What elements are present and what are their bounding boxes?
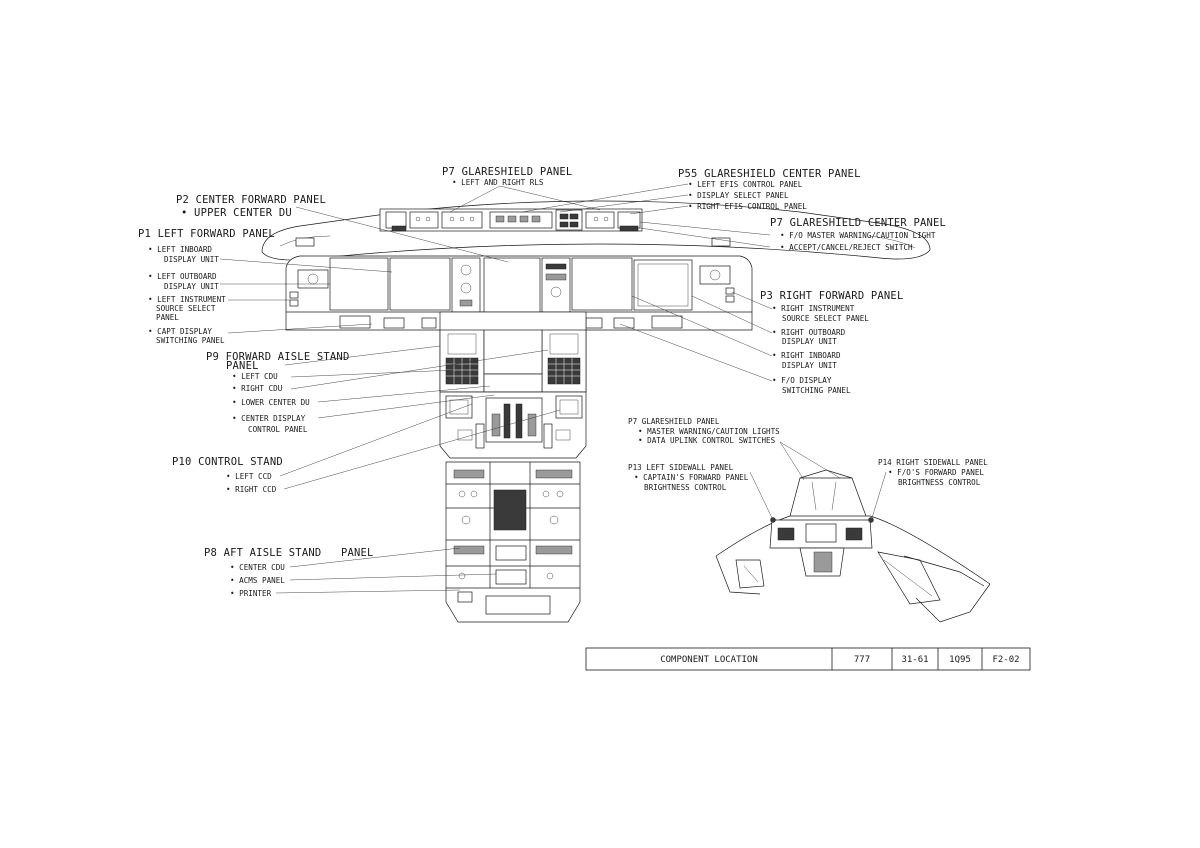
label-item: • LEFT OUTBOARD [148,272,217,281]
label-p2-center-forward: P2 CENTER FORWARD PANEL • UPPER CENTER D… [176,194,326,219]
label-title: P10 CONTROL STAND [172,456,283,468]
label-item: • LEFT CCD [226,472,272,481]
label-item: • DISPLAY SELECT PANEL [688,191,789,200]
label-item: • CAPTAIN'S FORWARD PANEL [634,473,749,482]
label-item: • CAPT DISPLAY [148,327,212,336]
label-item: PANEL [156,313,179,322]
label-item: • LEFT INSTRUMENT [148,295,226,304]
label-item: BRIGHTNESS CONTROL [898,478,981,487]
label-item: • LEFT INBOARD [148,245,212,254]
leader-lines [219,183,887,594]
label-item: • PRINTER [230,589,272,598]
label-item: • F/O DISPLAY [772,376,832,385]
label-title: P7 GLARESHIELD CENTER PANEL [770,217,946,229]
main-instrument-panel [285,255,753,331]
label-item: • LOWER CENTER DU [232,398,310,407]
label-item: • LEFT CDU [232,372,278,381]
label-title: P14 RIGHT SIDEWALL PANEL [878,458,988,467]
label-p1-left-forward: P1 LEFT FORWARD PANEL • LEFT INBOARD DIS… [138,228,275,345]
title-block: COMPONENT LOCATION 777 31-61 1Q95 F2-02 [585,647,1031,671]
forward-aisle-stand [439,311,587,393]
control-stand [439,391,587,459]
label-p9-forward-aisle-stand: P9 FORWARD AISLE STAND PANEL • LEFT CDU … [206,351,349,434]
label-p8-aft-aisle-stand: P8 AFT AISLE STAND PANEL • CENTER CDU • … [204,547,374,598]
label-item: SWITCHING PANEL [782,386,851,395]
label-item: • LEFT AND RIGHT RLS [452,178,544,187]
label-item: • RIGHT EFIS CONTROL PANEL [688,202,807,211]
label-p7-glareshield: P7 GLARESHIELD PANEL • LEFT AND RIGHT RL… [442,166,572,187]
label-title: P1 LEFT FORWARD PANEL [138,228,275,240]
left-outboard-du [329,257,389,311]
right-cdu-keys [547,357,581,385]
label-item: • RIGHT INSTRUMENT [772,304,855,313]
label-p7-glareshield-center: P7 GLARESHIELD CENTER PANEL • F/O MASTER… [770,217,946,252]
title-block-name: COMPONENT LOCATION [660,655,758,665]
label-title: P9 FORWARD AISLE STAND [206,351,349,363]
label-item: • F/O'S FORWARD PANEL [888,468,984,477]
label-item: • RIGHT OUTBOARD [772,328,846,337]
glareshield-switch-dots [415,213,609,228]
label-inset-p14: P14 RIGHT SIDEWALL PANEL • F/O'S FORWARD… [878,458,988,487]
cockpit-perspective-inset [715,469,991,623]
label-item: DISPLAY UNIT [164,282,219,291]
label-title: P2 CENTER FORWARD PANEL [176,194,326,206]
left-inboard-du [389,257,451,311]
title-block-model: 777 [854,655,870,665]
label-inset-p13: P13 LEFT SIDEWALL PANEL • CAPTAIN'S FORW… [628,463,749,492]
label-p55-glareshield-center: P55 GLARESHIELD CENTER PANEL • LEFT EFIS… [678,168,861,211]
label-item: DISPLAY UNIT [782,337,837,346]
label-item: • CENTER DISPLAY [232,414,306,423]
label-p10-control-stand: P10 CONTROL STAND • LEFT CCD • RIGHT CCD [172,456,283,494]
label-inset-p7: P7 GLARESHIELD PANEL • MASTER WARNING/CA… [628,417,780,445]
title-block-chapter: 31-61 [901,655,928,665]
label-item: • UPPER CENTER DU [181,207,292,219]
label-title: P7 GLARESHIELD PANEL [628,417,720,426]
label-title-cont: PANEL [226,360,259,372]
label-item: • DATA UPLINK CONTROL SWITCHES [638,436,776,445]
label-item: SOURCE SELECT PANEL [782,314,869,323]
label-item: • ACCEPT/CANCEL/REJECT SWITCH [780,243,913,252]
label-item: CONTROL PANEL [248,425,308,434]
label-item: SWITCHING PANEL [156,336,225,345]
label-title: P8 AFT AISLE STAND PANEL [204,547,374,559]
label-item: • RIGHT CDU [232,384,283,393]
right-inboard-du [571,257,633,311]
label-item: SOURCE SELECT [156,304,216,313]
label-item: • F/O MASTER WARNING/CAUTION LIGHT [780,231,936,240]
label-title: P7 GLARESHIELD PANEL [442,166,572,178]
label-title: P55 GLARESHIELD CENTER PANEL [678,168,861,180]
label-p3-right-forward: P3 RIGHT FORWARD PANEL • RIGHT INSTRUMEN… [760,290,903,395]
aft-aisle-stand [445,461,581,623]
label-item: • ACMS PANEL [230,576,285,585]
label-item: • CENTER CDU [230,563,285,572]
title-block-date: 1Q95 [949,655,971,665]
label-item: • RIGHT INBOARD [772,351,841,360]
label-title: P13 LEFT SIDEWALL PANEL [628,463,734,472]
label-title: P3 RIGHT FORWARD PANEL [760,290,903,302]
right-outboard-du [633,259,693,311]
glareshield [261,200,931,261]
label-item: DISPLAY UNIT [164,255,219,264]
label-item: • LEFT EFIS CONTROL PANEL [688,180,803,189]
label-item: BRIGHTNESS CONTROL [644,483,727,492]
upper-center-du [483,257,541,313]
left-cdu-keys [445,357,479,385]
label-item: • RIGHT CCD [226,485,277,494]
label-item: • MASTER WARNING/CAUTION LIGHTS [638,427,780,436]
title-block-figure: F2-02 [992,655,1019,665]
label-item: DISPLAY UNIT [782,361,837,370]
